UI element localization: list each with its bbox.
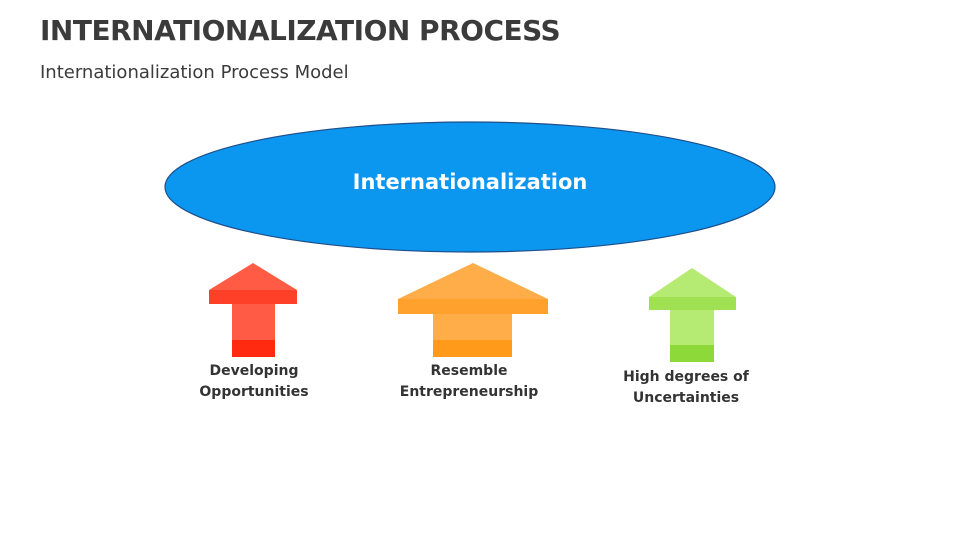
developing-opportunities-arrow — [209, 263, 297, 357]
internationalization-ellipse — [164, 121, 776, 253]
high-degrees-of-uncertainties-label: High degrees of Uncertainties — [591, 367, 781, 409]
label-line-2: Entrepreneurship — [399, 384, 539, 400]
developing-opportunities-label: Developing Opportunities — [159, 361, 349, 403]
resemble-entrepreneurship-label: Resemble Entrepreneurship — [374, 361, 564, 403]
label-line-1: High degrees of — [623, 369, 749, 385]
page-subtitle: Internationalization Process Model — [40, 62, 349, 83]
internationalization-label: Internationalization — [352, 170, 588, 194]
high-degrees-of-uncertainties-arrow — [649, 268, 736, 362]
page-title: INTERNATIONALIZATION PROCESS — [40, 14, 561, 47]
label-line-2: Uncertainties — [632, 390, 740, 406]
label-line-2: Opportunities — [199, 384, 309, 400]
label-line-1: Resemble — [430, 363, 508, 379]
label-line-1: Developing — [209, 363, 299, 379]
resemble-entrepreneurship-arrow — [398, 263, 548, 357]
